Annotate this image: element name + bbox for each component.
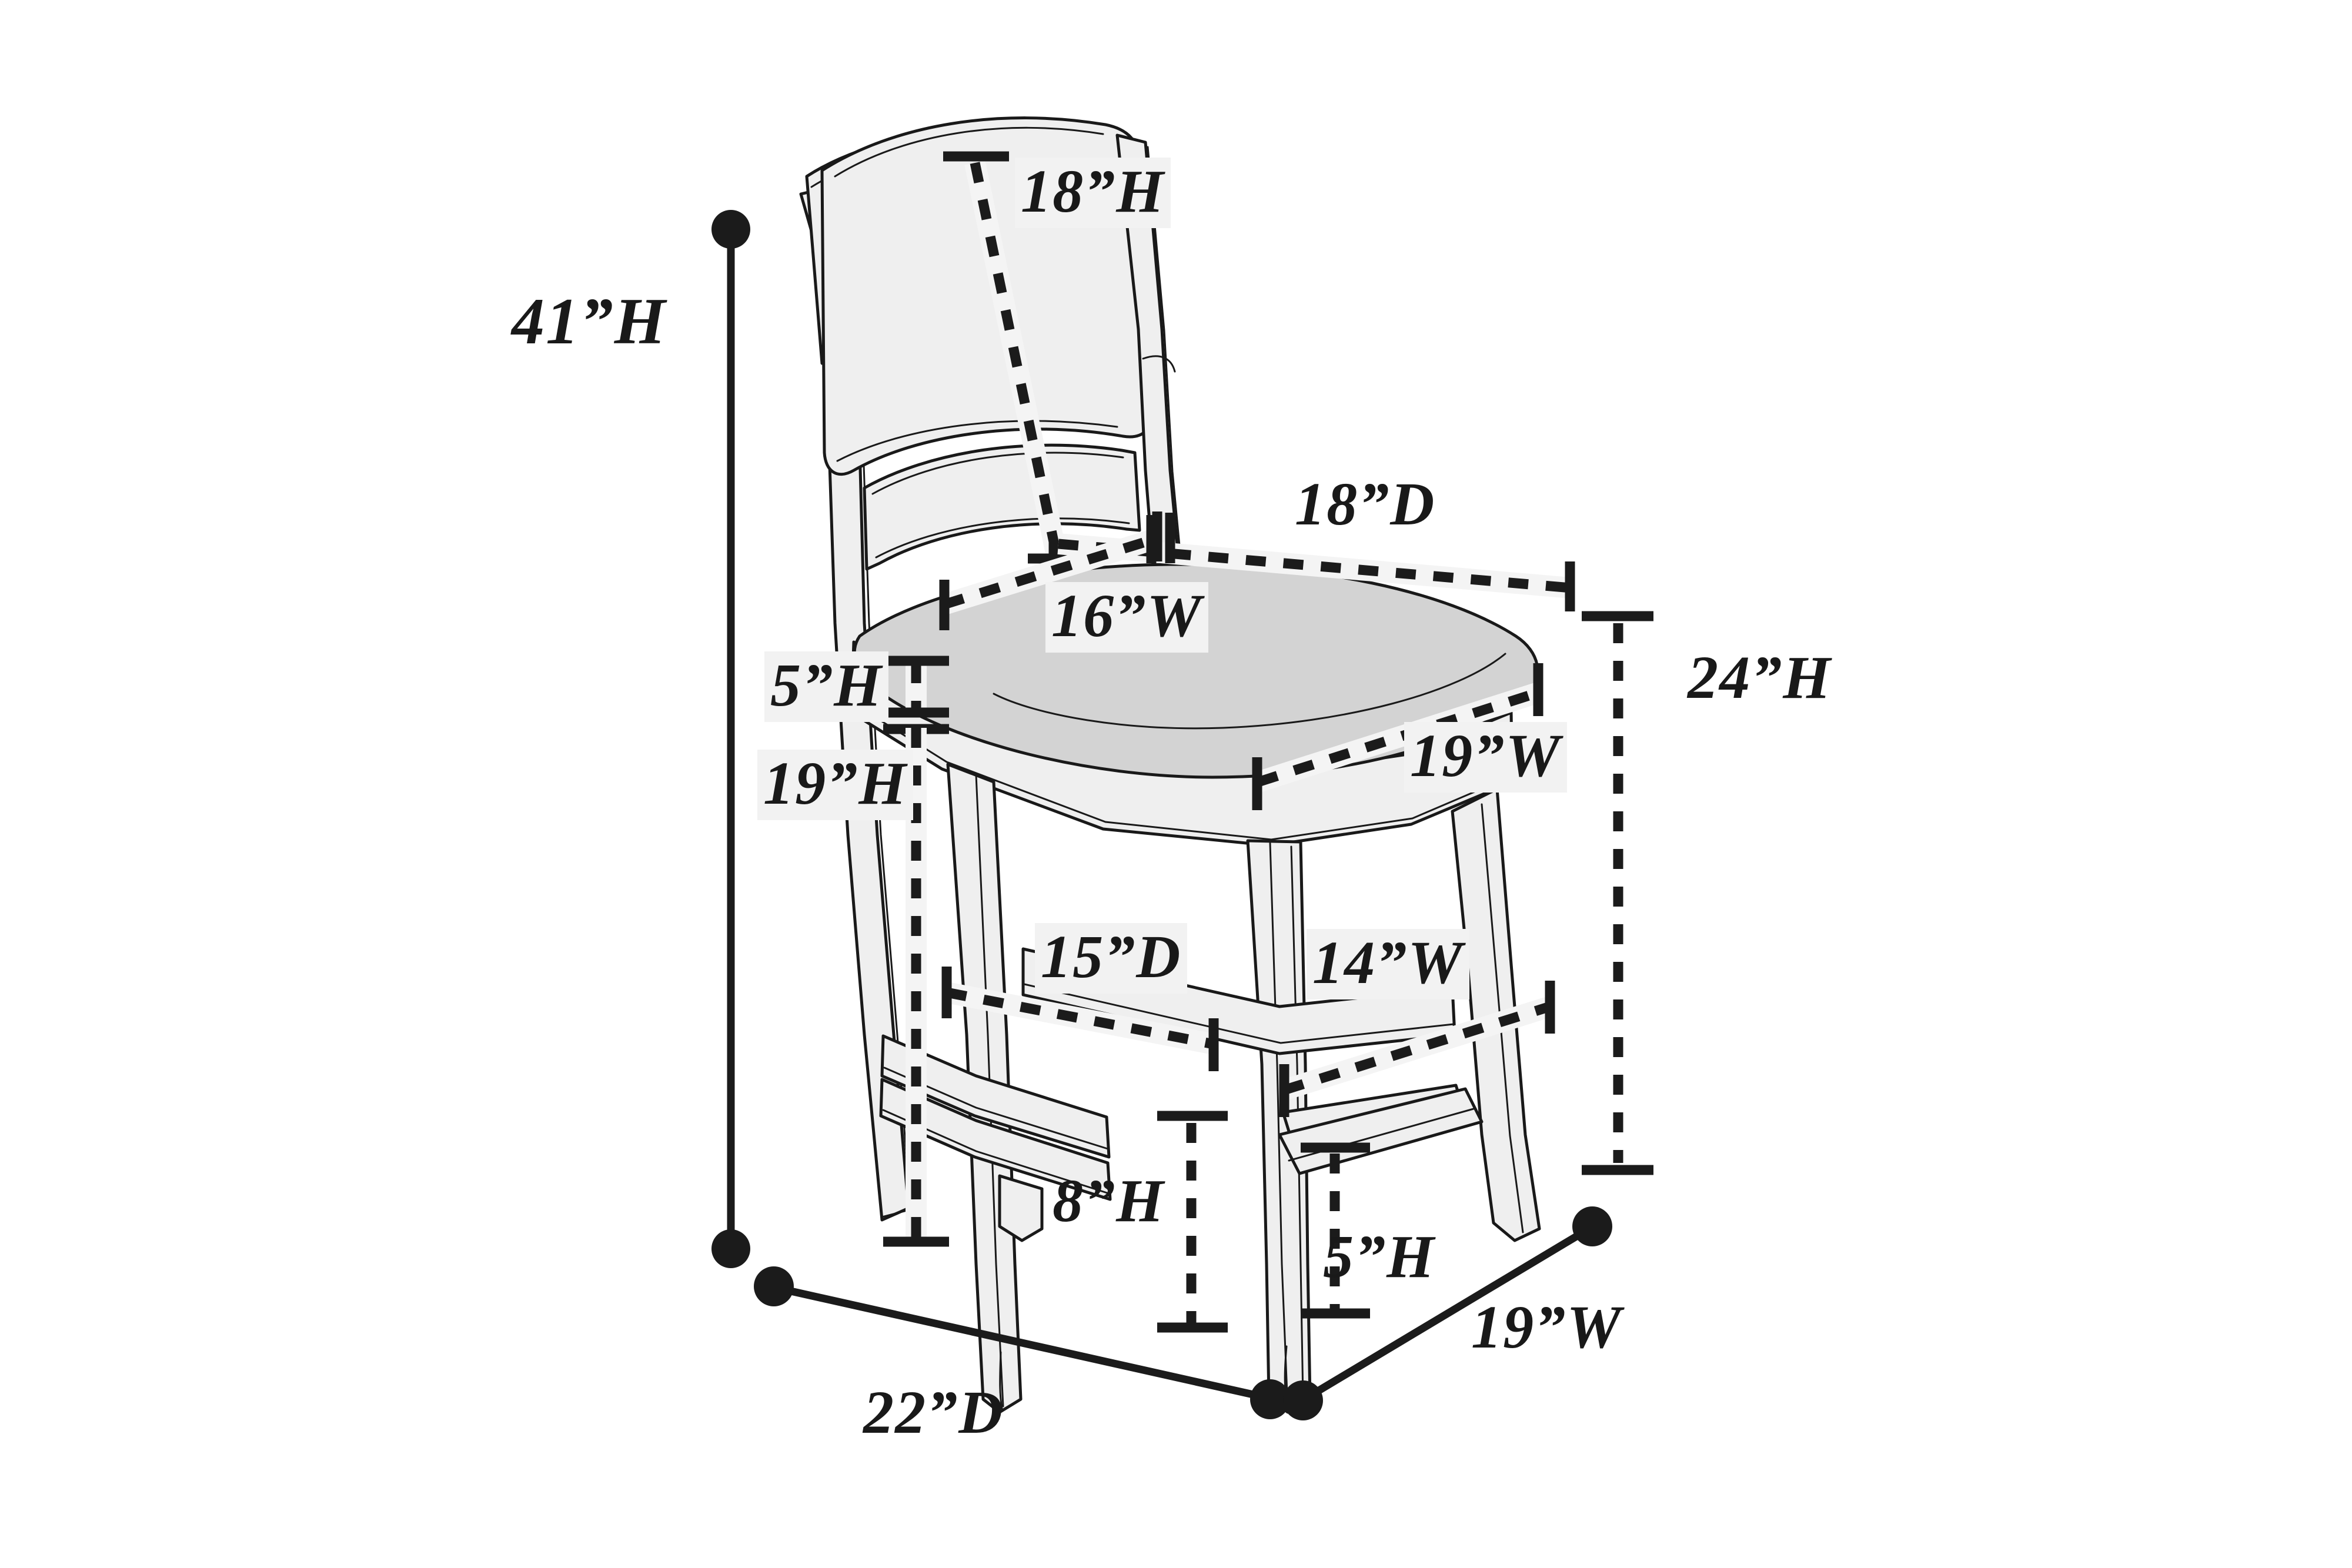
dimension-line-overall-height	[711, 210, 750, 1268]
label-footprint-width: 19”W	[1471, 1293, 1622, 1361]
label-overall-height: 41”H	[512, 285, 667, 358]
dimension-line-footrest-height	[1157, 1111, 1228, 1333]
dimension-line-cushion-thickness	[883, 656, 949, 734]
label-seat-height-right: 24”H	[1688, 644, 1832, 711]
label-seat-front-width: 19”W	[1404, 722, 1567, 793]
label-stretcher-depth: 15”D	[1035, 923, 1188, 994]
label-seat-depth: 18”D	[1295, 470, 1436, 538]
dimension-line-seat-width-inner	[939, 515, 1157, 630]
dimension-line-lower-rail-height	[1301, 1142, 1370, 1319]
dimension-line-stretcher-depth	[941, 967, 1219, 1071]
dimension-line-seat-height-right	[1582, 611, 1653, 1175]
chair-illustration	[799, 116, 1541, 1414]
label-cushion-thickness: 5”H	[764, 651, 889, 722]
dimension-line-stretcher-width	[1279, 981, 1555, 1117]
label-footrest-height: 8”H	[1053, 1167, 1165, 1235]
label-seat-width-inner: 16”W	[1045, 582, 1208, 653]
label-stretcher-width: 14”W	[1307, 929, 1469, 999]
dimension-line-footprint-width	[1283, 1206, 1612, 1420]
label-back-height: 18”H	[1015, 158, 1171, 228]
chair-rear-left-leg-lower	[881, 1209, 910, 1218]
label-footprint-depth: 22”D	[863, 1379, 1004, 1446]
label-seat-to-floor: 19”H	[757, 750, 914, 820]
dimension-line-seat-front-width	[1252, 663, 1544, 810]
dimension-line-footprint-depth	[754, 1266, 1290, 1419]
dimension-line-seat-to-floor	[883, 728, 949, 1247]
label-lower-rail-height: 5”H	[1323, 1223, 1436, 1290]
chair-stretcher-peg	[998, 1174, 1044, 1242]
chair-back-lower-slat	[863, 443, 1141, 571]
